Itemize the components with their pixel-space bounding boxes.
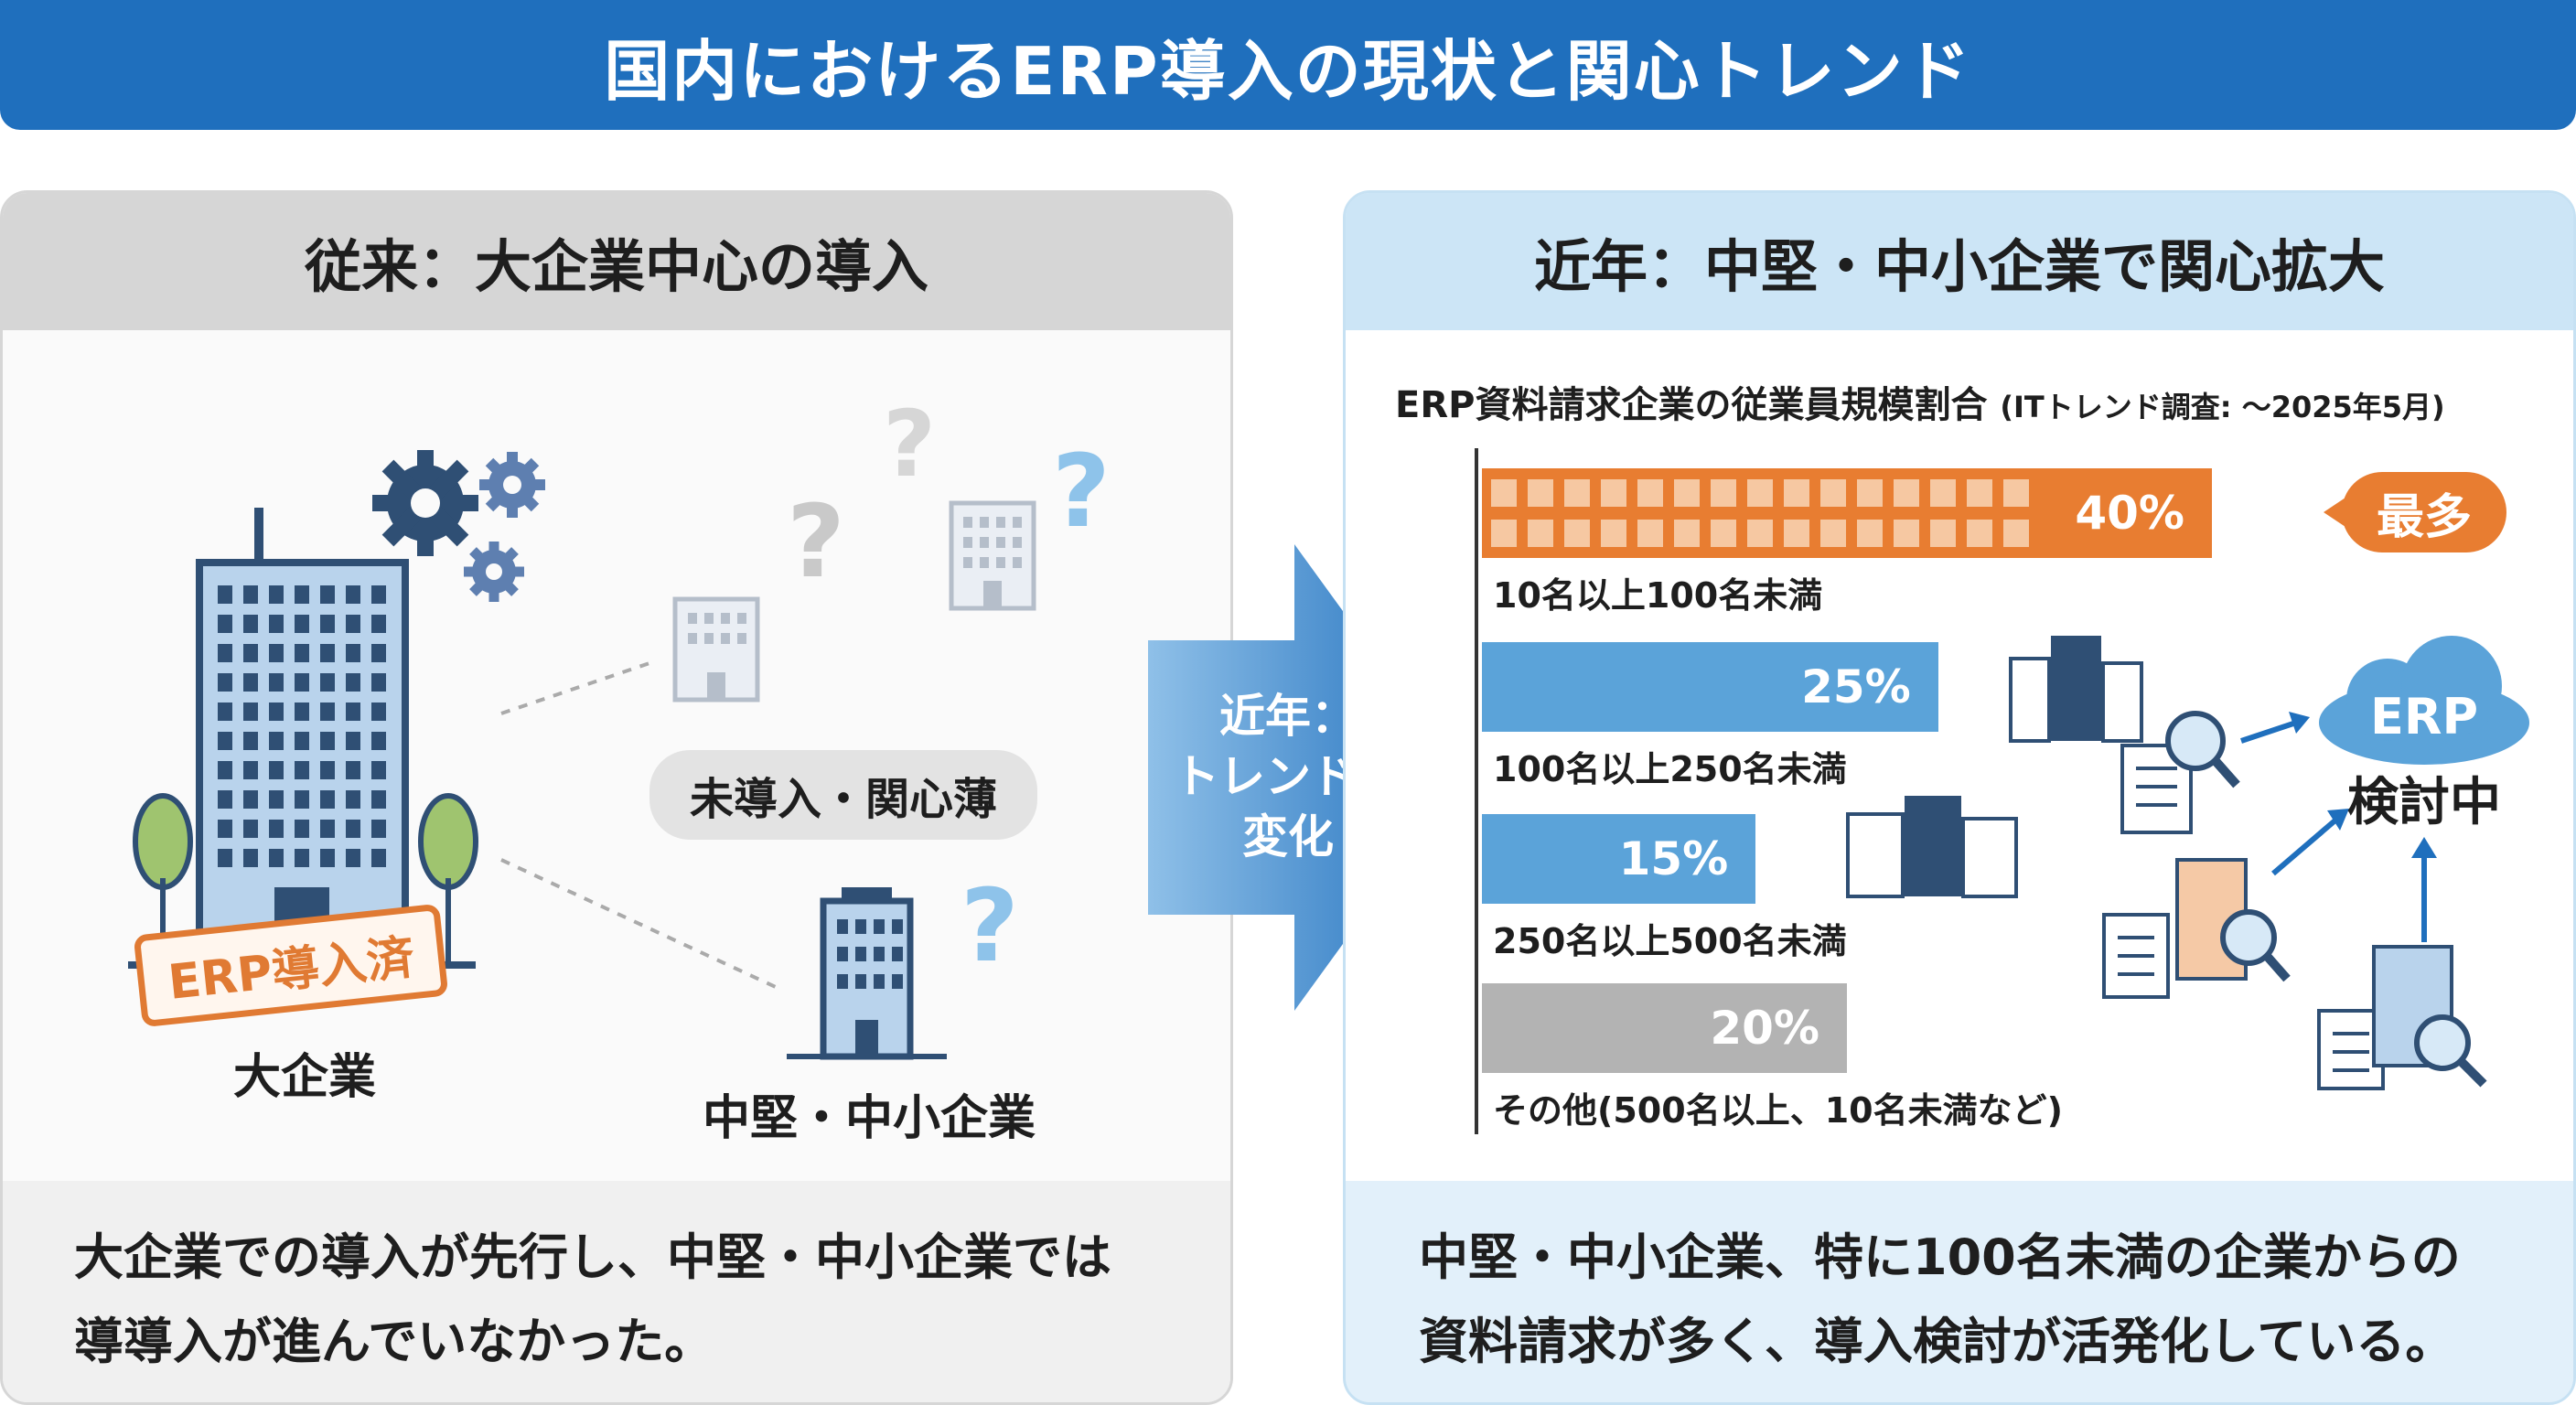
arrow-text-line3: 変化 [1242,810,1334,863]
not-adopted-pill: 未導入・関心薄 [649,750,1038,840]
bar-category-label: 250名以上500名未満 [1493,921,1847,961]
gear-icon [372,450,478,556]
chart-title-text: ERP資料請求企業の従業員規模割合 [1395,384,1988,426]
left-panel: 従来：大企業中心の導入 大企業での導入が先行し、中堅・中小企業では 導導入が進ん… [0,190,1233,1405]
right-footer-line1: 中堅・中小企業、特に100名未満の企業からの [1419,1228,2461,1286]
chart-source: (ITトレンド調査: ～2025年5月) [2000,390,2445,424]
bar-value-label: 25% [1801,660,1911,713]
small-building-icon [949,500,1036,611]
title-banner: 国内におけるERP導入の現状と関心トレンド [0,0,2576,130]
bar-category-label: その他(500名以上、10名未満など) [1493,1090,2063,1131]
small-building-icon [672,596,760,702]
left-illustration: ? ? ? ? [128,391,1111,1060]
large-company-label: 大企業 [233,1050,377,1105]
erp-cloud-label: ERP [2369,688,2479,745]
bar-3: 15% [1482,814,1756,904]
sme-building-icon [787,887,947,1060]
trend-arrow [1148,544,1464,1011]
gear-icon-small [479,452,545,518]
bar-value-label: 20% [1710,1002,1819,1055]
bar-value-label: 15% [1618,832,1729,885]
question-icon: ? [787,483,845,600]
bar-1: 40% [1482,468,2212,558]
right-panel-footer: 中堅・中小企業、特に100名未満の企業からの 資料請求が多く、導入検討が活発化し… [1346,1181,2573,1402]
question-icon: ? [1052,433,1111,550]
building-cluster-icon [1846,796,2018,898]
left-panel-header: 従来：大企業中心の導入 [3,193,1230,330]
building-pictogram-icon [1491,479,2029,547]
page-title: 国内におけるERP導入の現状と関心トレンド [604,32,1972,110]
bar-value-label: 40% [2075,487,2184,540]
right-panel-header: 近年：中堅・中小企業で関心拡大 [1346,193,2573,330]
left-panel-footer: 大企業での導入が先行し、中堅・中小企業では 導導入が進んでいなかった。 [3,1181,1230,1402]
bar-category-label: 10名以上100名未満 [1493,575,1823,616]
question-icon: ? [961,867,1019,984]
right-illustration [1846,636,2529,1090]
question-icon: ? [883,391,936,498]
chart-axis [1475,448,1478,1134]
document-search-icon [2317,945,2487,1090]
gear-icon-bottom [464,542,524,602]
right-footer-line2: 資料請求が多く、導入検討が活発化している。 [1419,1313,2455,1370]
tree-icon [418,793,478,965]
cloud-icon [2319,636,2529,765]
badge-pointer [2324,494,2351,531]
arrow-text: 近年： トレンドの 変化 [1160,686,1416,867]
large-building-icon [128,508,476,969]
considering-label: 検討中 [2347,773,2501,832]
document-search-icon [2120,711,2240,834]
document-search-icon [2102,858,2291,999]
bar-category-label: 100名以上250名未満 [1493,749,1847,789]
bar-4: 20% [1482,983,1847,1073]
office-building-icon [2009,636,2143,743]
arrow-text-line1: 近年： [1219,690,1357,743]
left-footer-line1: 大企業での導入が先行し、中堅・中小企業では [74,1228,1111,1286]
chart-title: ERP資料請求企業の従業員規模割合 (ITトレンド調査: ～2025年5月) [1395,375,2445,428]
sme-label: 中堅・中小企業 [703,1091,1036,1146]
most-badge: 最多 [2342,472,2506,552]
bar-2: 25% [1482,642,1938,732]
left-footer-line2: 導導入が進んでいなかった。 [74,1313,714,1370]
